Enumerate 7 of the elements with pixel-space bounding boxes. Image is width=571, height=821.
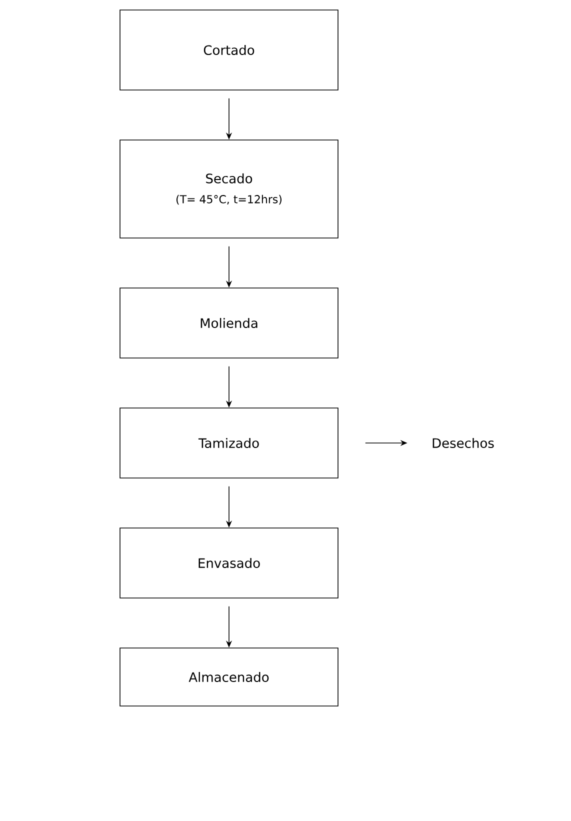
process-box: Envasado	[120, 528, 338, 598]
process-box: Almacenado	[120, 648, 338, 706]
process-box: Secado (T= 45°C, t=12hrs)	[120, 140, 338, 238]
process-box: Tamizado	[120, 408, 338, 478]
process-box: Cortado	[120, 10, 338, 90]
process-box: Molienda	[120, 288, 338, 358]
output-label: Desechos	[432, 438, 494, 448]
